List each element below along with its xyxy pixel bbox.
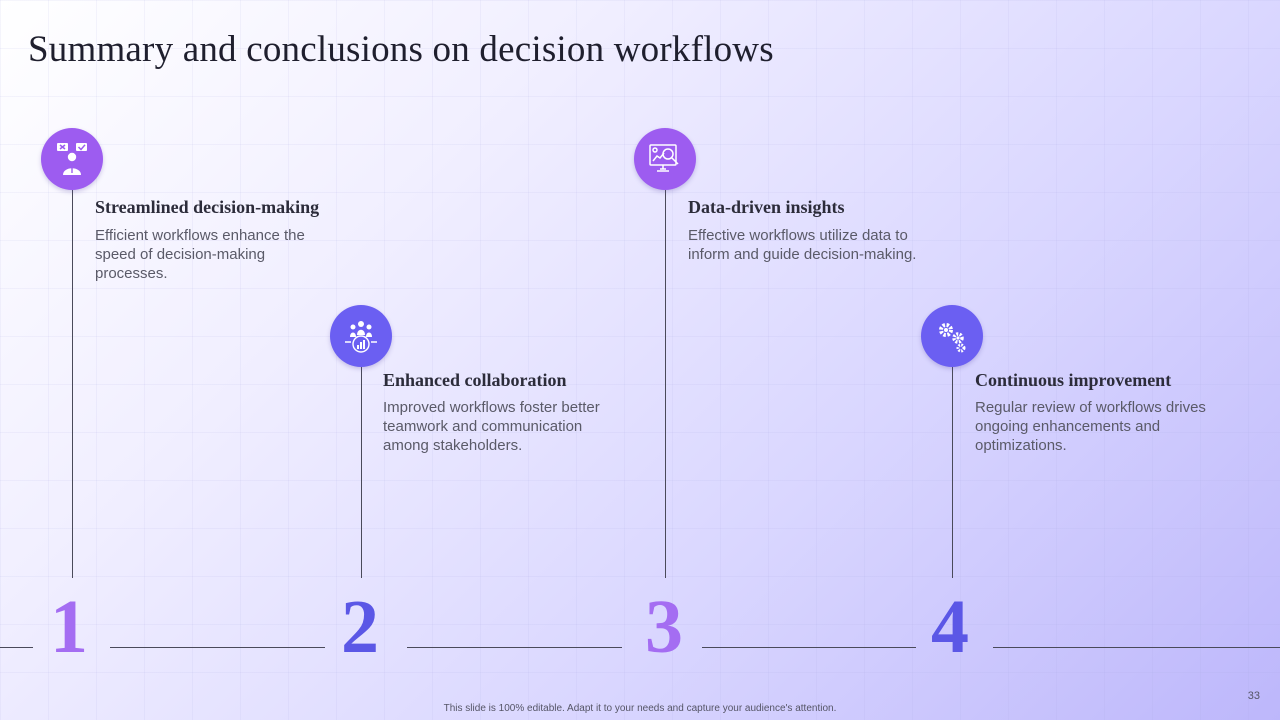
step-number-4: 4 bbox=[931, 585, 969, 669]
footer-note: This slide is 100% editable. Adapt it to… bbox=[443, 703, 837, 714]
item-description-2: Improved workflows foster better teamwor… bbox=[383, 399, 600, 454]
timeline-stem-2 bbox=[361, 367, 362, 578]
step-number-1: 1 bbox=[50, 585, 88, 669]
item-description-4: Regular review of workflows drives ongoi… bbox=[975, 399, 1206, 454]
item-description-1: Efficient workflows enhance the speed of… bbox=[95, 227, 305, 282]
item-title-3: Data-driven insights bbox=[688, 197, 845, 217]
slide-title: Summary and conclusions on decision work… bbox=[28, 29, 774, 70]
timeline-stem-4 bbox=[952, 367, 953, 578]
timeline-baseline-segment bbox=[993, 647, 1280, 648]
data-monitor-icon bbox=[634, 128, 696, 190]
timeline-baseline-segment bbox=[702, 647, 916, 648]
step-number-3: 3 bbox=[645, 585, 683, 669]
gears-icon bbox=[921, 305, 983, 367]
page-number: 33 bbox=[1247, 690, 1260, 702]
timeline-stem-1 bbox=[72, 190, 73, 578]
step-number-2: 2 bbox=[341, 585, 379, 669]
item-title-2: Enhanced collaboration bbox=[383, 370, 567, 390]
timeline-stem-3 bbox=[665, 190, 666, 578]
item-description-3: Effective workflows utilize data to info… bbox=[688, 227, 917, 263]
item-title-1: Streamlined decision-making bbox=[95, 197, 320, 217]
item-title-4: Continuous improvement bbox=[975, 370, 1172, 390]
timeline-baseline-segment bbox=[407, 647, 622, 648]
team-chart-icon bbox=[330, 305, 392, 367]
timeline-baseline-segment bbox=[110, 647, 325, 648]
timeline-baseline-segment bbox=[0, 647, 33, 648]
decision-person-icon bbox=[41, 128, 103, 190]
